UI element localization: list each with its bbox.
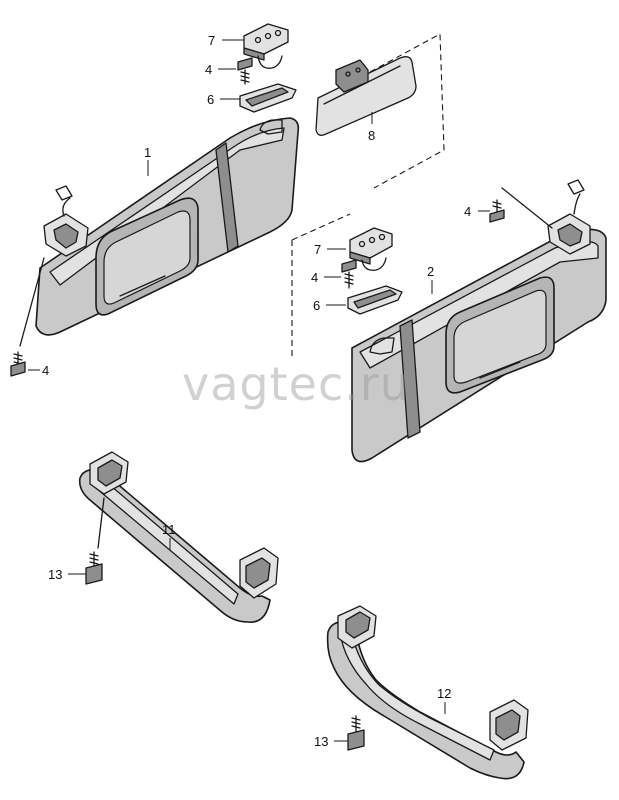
clip-holder-top bbox=[243, 23, 289, 69]
callout-13-left: 13 bbox=[48, 567, 62, 582]
screw-handle-11 bbox=[85, 497, 105, 585]
screw-bottom-left bbox=[10, 257, 45, 377]
callout-7-mid: 7 bbox=[314, 242, 321, 257]
dashed-group-outline-top bbox=[369, 33, 445, 189]
cover-cap-mid bbox=[347, 285, 403, 315]
screw-mid bbox=[341, 259, 357, 289]
callout-4-right: 4 bbox=[464, 204, 471, 219]
callout-4-mid: 4 bbox=[311, 270, 318, 285]
vanity-mirror-part-8 bbox=[315, 56, 417, 136]
grab-handle-part-12 bbox=[326, 605, 529, 780]
callout-8: 8 bbox=[368, 128, 375, 143]
cover-cap-top bbox=[239, 83, 297, 113]
watermark-text: vagtec.ru bbox=[182, 357, 410, 411]
callout-11: 11 bbox=[162, 522, 176, 537]
dashed-group-outline-mid bbox=[291, 213, 351, 356]
callout-2: 2 bbox=[427, 264, 434, 279]
screw-handle-12 bbox=[347, 715, 365, 751]
callout-7-top: 7 bbox=[208, 33, 215, 48]
screw-top bbox=[237, 57, 253, 85]
callout-13-right: 13 bbox=[314, 734, 328, 749]
callout-4-left: 4 bbox=[42, 363, 49, 378]
sun-visor-right bbox=[351, 179, 607, 463]
sun-visor-left bbox=[35, 117, 300, 336]
callout-1: 1 bbox=[144, 145, 151, 160]
screw-right bbox=[489, 187, 553, 229]
grab-handle-part-11 bbox=[78, 451, 279, 623]
callout-6-mid: 6 bbox=[313, 298, 320, 313]
callout-12: 12 bbox=[437, 686, 451, 701]
clip-holder-mid bbox=[349, 227, 393, 271]
callout-6-top: 6 bbox=[207, 92, 214, 107]
leader-lines bbox=[28, 39, 490, 742]
callout-4-top: 4 bbox=[205, 62, 212, 77]
